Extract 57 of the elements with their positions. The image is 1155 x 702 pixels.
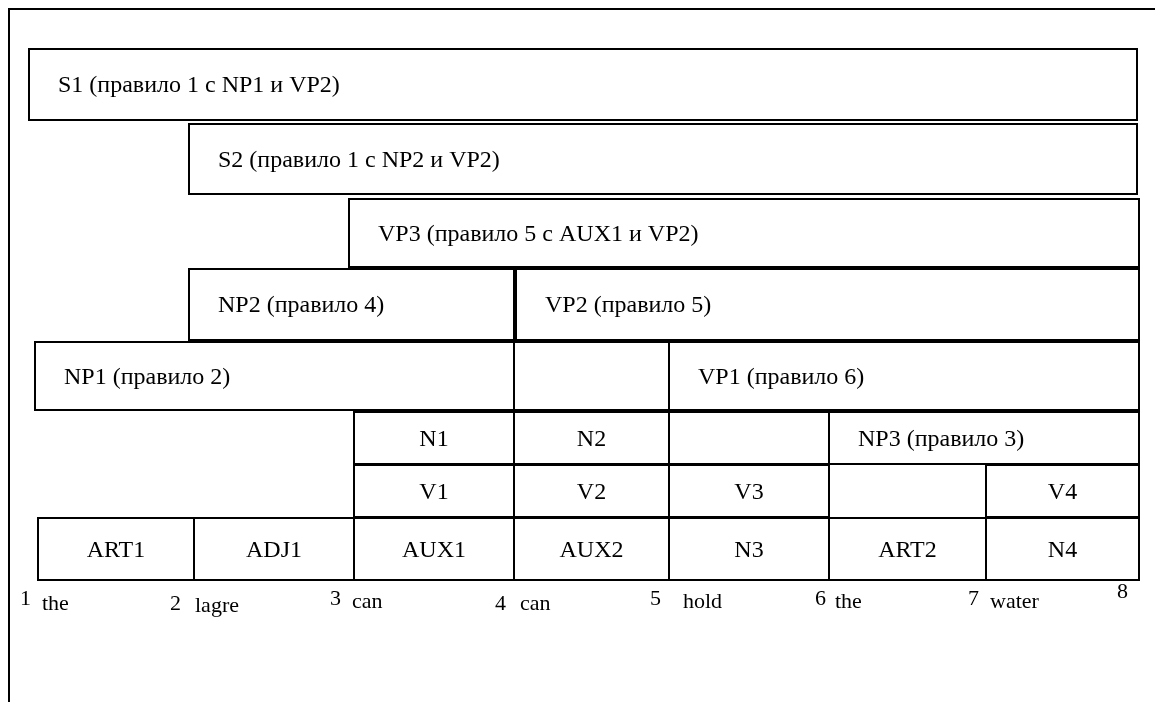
box-label: VP1 (правило 6)	[698, 362, 865, 390]
sentence-box	[28, 48, 1138, 121]
category-box	[353, 464, 515, 518]
box-label: NP2 (правило 4)	[218, 291, 385, 318]
category-box	[668, 517, 830, 581]
box-label: V3	[734, 477, 764, 505]
position-number: 8	[1117, 578, 1128, 604]
word-label: hold	[683, 588, 723, 614]
box-label: N1	[419, 424, 449, 452]
category-box	[37, 517, 195, 581]
box-label: S2 (правило 1 с NP2 и VP2)	[218, 145, 500, 173]
category-box	[985, 464, 1140, 518]
box-label: VP2 (правило 5)	[545, 291, 712, 318]
category-box	[193, 517, 355, 581]
word-label: the	[835, 588, 862, 614]
word-label: can	[520, 590, 551, 616]
phrase-box	[188, 268, 515, 341]
position-number: 3	[330, 585, 341, 611]
category-box	[513, 411, 670, 465]
category-box	[828, 517, 987, 581]
box-label: N4	[1047, 535, 1078, 563]
phrase-box	[515, 268, 1140, 341]
box-label: NP3 (правило 3)	[858, 424, 1025, 452]
position-number: 4	[495, 590, 506, 616]
category-box	[353, 411, 515, 465]
position-number: 1	[20, 585, 31, 611]
box-label: S1 (правило 1 с NP1 и VP2)	[58, 71, 340, 98]
category-box	[353, 517, 515, 581]
category-box	[513, 464, 670, 518]
category-box	[985, 517, 1140, 581]
box-label: ART2	[878, 535, 937, 563]
box-label: VP3 (правило 5 с AUX1 и VP2)	[378, 219, 699, 247]
box-label: NP1 (правило 2)	[64, 362, 231, 390]
box-label: ADJ1	[246, 535, 302, 563]
sentence-box	[188, 123, 1138, 195]
position-number: 5	[650, 585, 661, 611]
box-label: N2	[576, 424, 607, 452]
box-label: AUX2	[559, 535, 624, 563]
word-label: water	[990, 588, 1039, 614]
box-label: ART1	[86, 535, 146, 563]
word-label: can	[352, 588, 383, 614]
phrase-box	[828, 411, 1140, 465]
word-label: the	[42, 590, 69, 616]
category-box	[668, 464, 830, 518]
box-label: N3	[734, 535, 764, 563]
position-number: 6	[815, 585, 826, 611]
phrase-box	[348, 198, 1140, 268]
category-box	[513, 517, 670, 581]
position-number: 7	[968, 585, 979, 611]
word-label: lagre	[195, 592, 239, 618]
box-label: AUX1	[402, 535, 466, 563]
box-label: V1	[419, 477, 449, 505]
box-label: V2	[576, 477, 607, 505]
phrase-box	[668, 341, 1140, 411]
position-number: 2	[170, 590, 181, 616]
phrase-box	[34, 341, 515, 411]
box-label: V4	[1047, 477, 1078, 505]
